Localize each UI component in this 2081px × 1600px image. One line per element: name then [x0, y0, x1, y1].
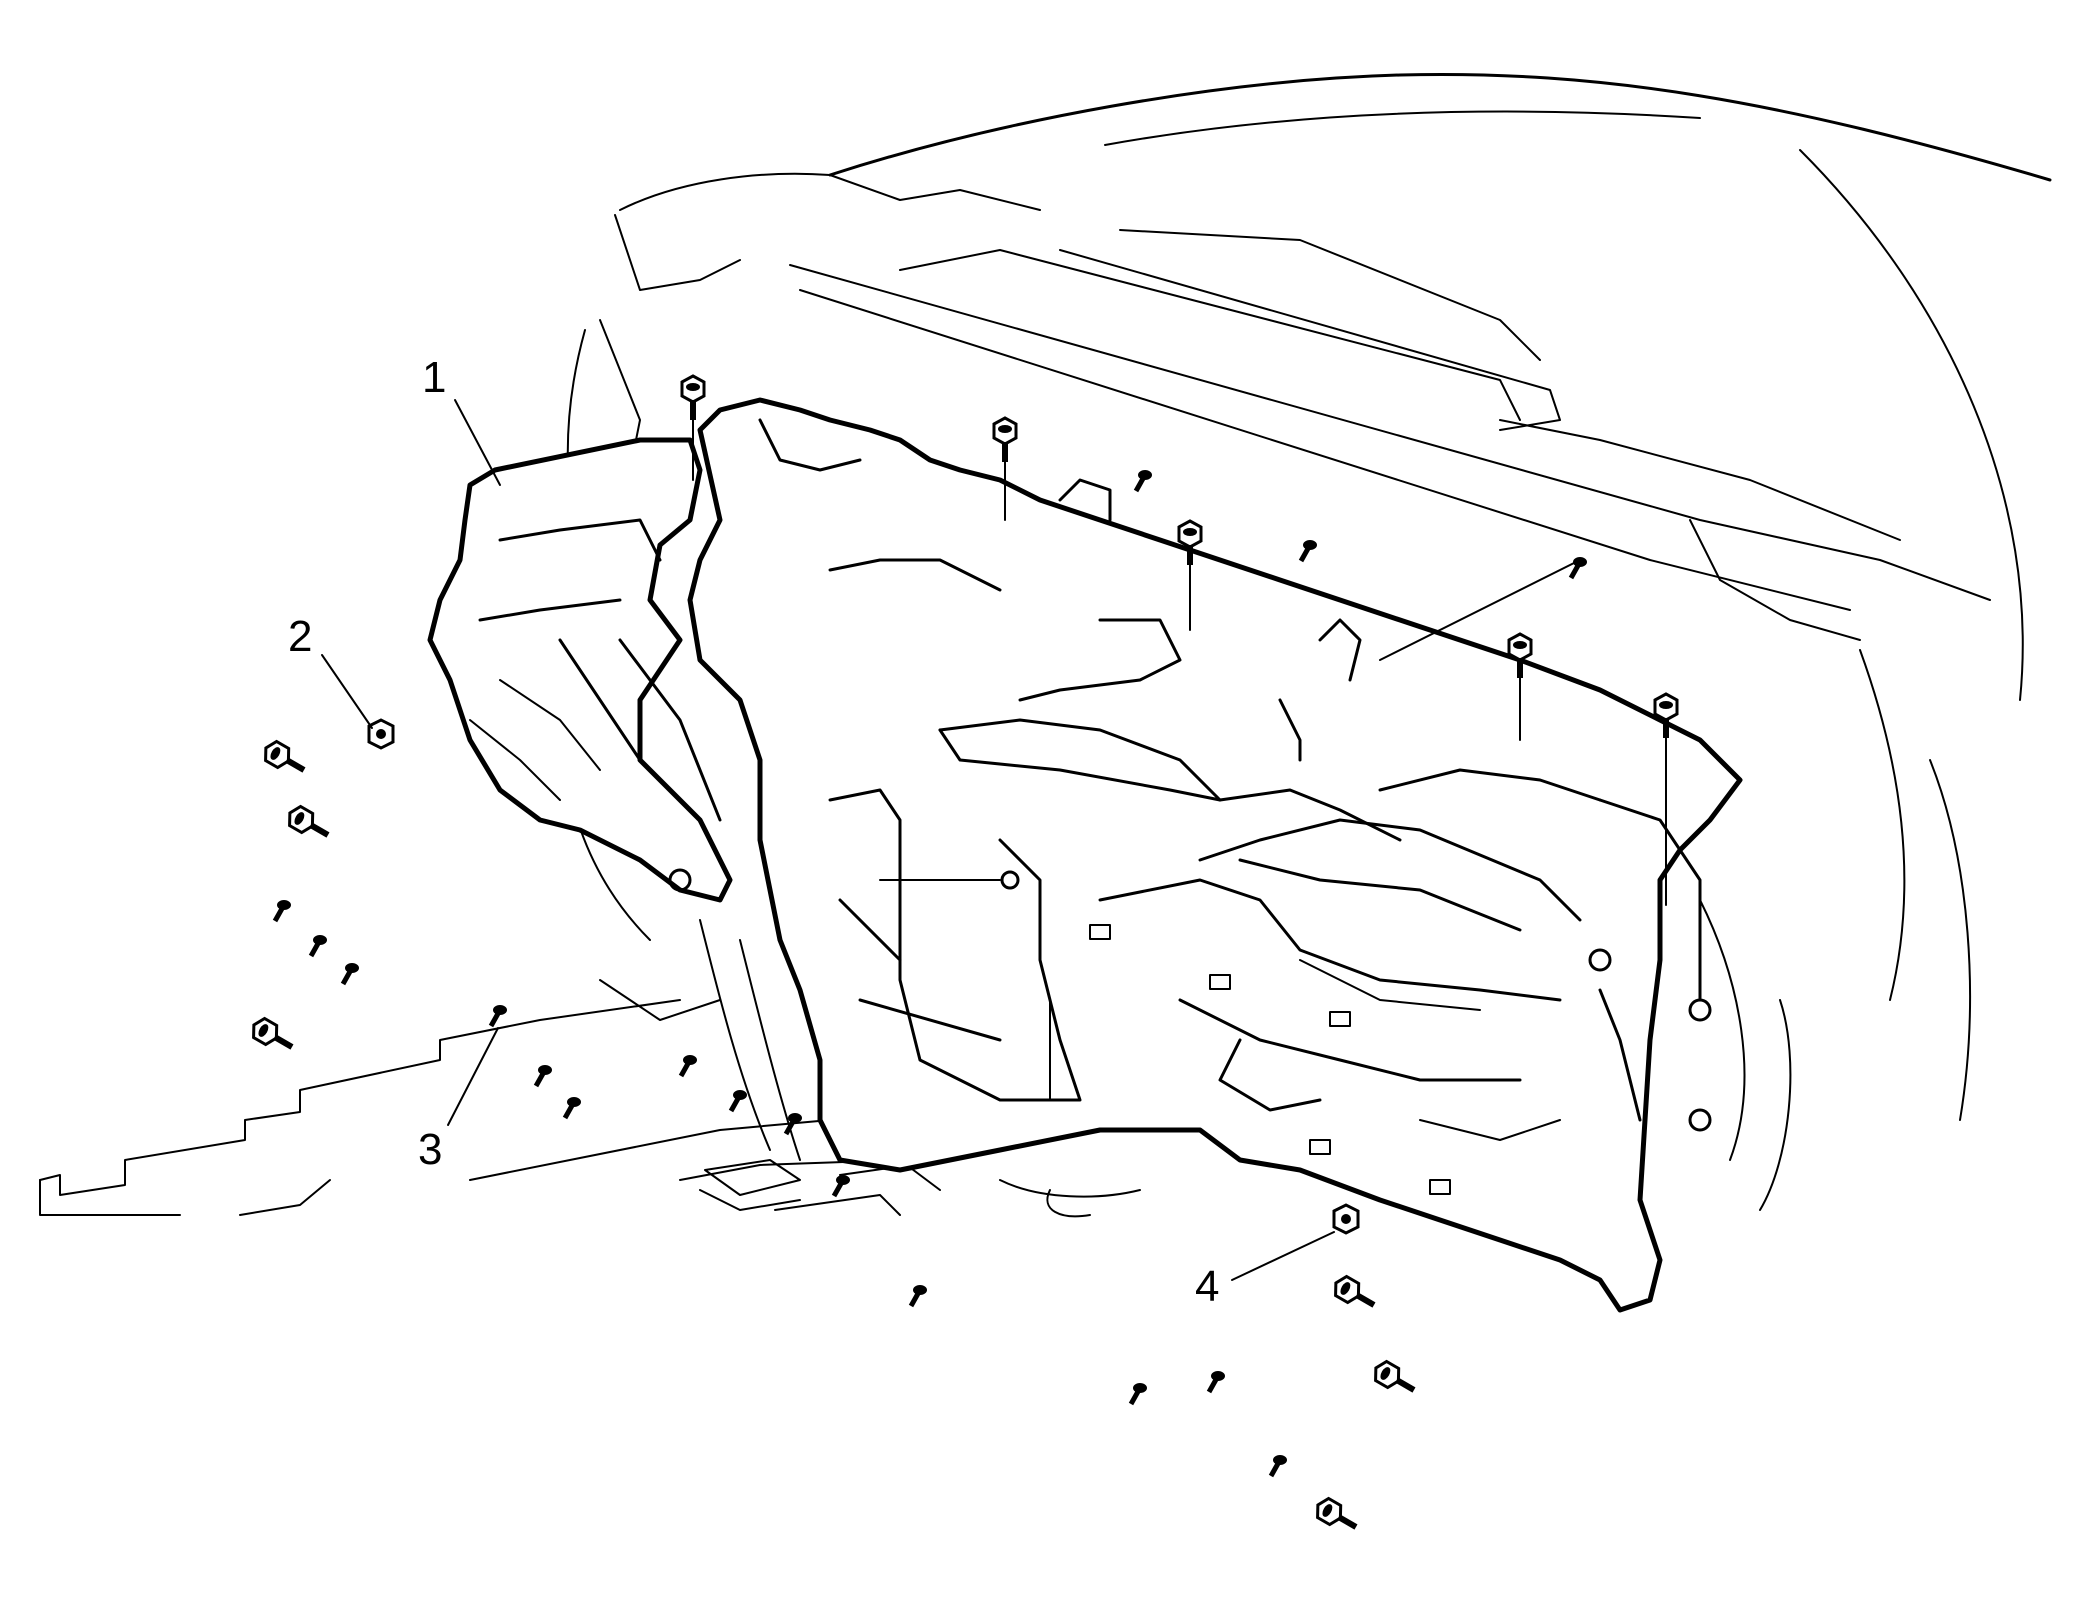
screw-icon [311, 935, 327, 956]
bolt-icon [1330, 1273, 1379, 1314]
windshield-outline [828, 72, 2052, 701]
carrier-assembly [427, 397, 1743, 1313]
screw-icon [1136, 470, 1152, 491]
bolt-icon [682, 376, 704, 420]
nut-icon [1332, 1203, 1360, 1235]
screw-icon [275, 900, 291, 921]
callout-1: 1 [422, 353, 447, 402]
bolt-icon [248, 1015, 297, 1056]
installed-bolts [682, 376, 1677, 906]
callout-3: 3 [418, 1125, 443, 1174]
screw-icon [1301, 540, 1317, 561]
screw-icon [343, 963, 359, 984]
screw-icon [1209, 1371, 1225, 1392]
screw-icon [834, 1175, 850, 1196]
nut-icon [367, 718, 395, 750]
screw-icon [536, 1065, 552, 1086]
callout-2: 2 [288, 612, 313, 661]
bolt-icon [1370, 1358, 1419, 1399]
screw-icon [1571, 557, 1587, 578]
leader-lines [321, 399, 1335, 1281]
bolt-icon [994, 418, 1016, 462]
callout-4: 4 [1195, 1262, 1220, 1311]
screw-icon [1131, 1383, 1147, 1404]
screw-icon [911, 1285, 927, 1306]
bolt-icon [284, 803, 333, 844]
screw-icon [565, 1097, 581, 1118]
fastener-group-right [1131, 1203, 1419, 1537]
bolt-icon [260, 738, 309, 779]
screw-icon [681, 1055, 697, 1076]
screw-icon [1271, 1455, 1287, 1476]
screw-icon [491, 1005, 507, 1026]
body-structure [559, 172, 1991, 1218]
bolt-icon [1312, 1495, 1361, 1536]
fastener-group-left [248, 718, 395, 1057]
floor-pan [39, 999, 941, 1216]
screw-icon [731, 1090, 747, 1111]
